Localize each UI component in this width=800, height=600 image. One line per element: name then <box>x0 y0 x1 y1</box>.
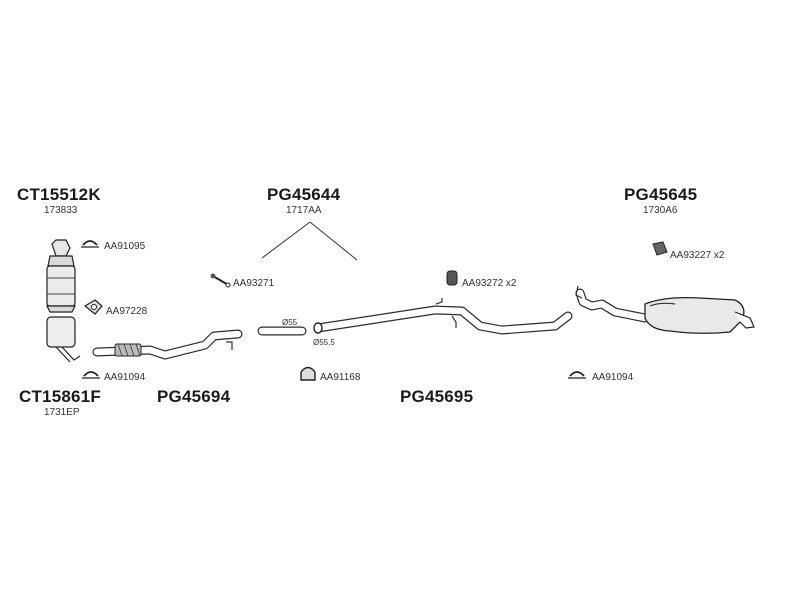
clamp-icon[interactable] <box>568 371 586 379</box>
part-aa91095[interactable]: AA91095 <box>104 241 146 252</box>
clamp-icon[interactable] <box>82 371 100 379</box>
dimension-d55-5: Ø55,5 <box>313 338 335 347</box>
ct15861f-code[interactable]: CT15861F <box>19 387 101 406</box>
part-aa93227[interactable]: AA93227 x2 <box>670 250 725 261</box>
dimension-d55: Ø55 <box>282 318 298 327</box>
pg45644-pointer-lines <box>261 221 358 261</box>
upper-catalytic-converter-icon[interactable] <box>46 239 76 313</box>
rear-silencer-icon[interactable] <box>575 285 755 334</box>
lower-catalytic-converter-icon[interactable] <box>46 316 81 363</box>
part-aa93272[interactable]: AA93272 x2 <box>462 278 517 289</box>
ct15512k-ref: 173833 <box>44 205 78 216</box>
part-aa93271[interactable]: AA93271 <box>233 278 275 289</box>
front-pipe-icon[interactable] <box>92 329 243 360</box>
pg45694-code[interactable]: PG45694 <box>157 387 231 406</box>
bolt-icon[interactable] <box>210 273 231 288</box>
ct15512k-code[interactable]: CT15512K <box>17 185 101 204</box>
hanger-icon[interactable] <box>652 241 668 256</box>
pg45695-code[interactable]: PG45695 <box>400 387 474 406</box>
middle-pipe-icon[interactable] <box>313 298 573 335</box>
part-aa91094-left[interactable]: AA91094 <box>104 372 146 383</box>
part-aa91168[interactable]: AA91168 <box>320 372 361 383</box>
clamp-icon[interactable] <box>81 240 99 248</box>
gasket-icon[interactable] <box>83 299 103 315</box>
ct15861f-ref: 1731EP <box>44 407 80 418</box>
pg45645-ref: 1730A6 <box>643 205 678 216</box>
part-aa97228[interactable]: AA97228 <box>106 306 148 317</box>
pg45644-ref: 1717AA <box>286 205 322 216</box>
clamp-icon[interactable] <box>300 366 316 381</box>
pg45645-code[interactable]: PG45645 <box>624 185 698 204</box>
pg45644-code[interactable]: PG45644 <box>267 185 341 204</box>
hanger-icon[interactable] <box>446 270 458 286</box>
part-aa91094-right[interactable]: AA91094 <box>592 372 634 383</box>
